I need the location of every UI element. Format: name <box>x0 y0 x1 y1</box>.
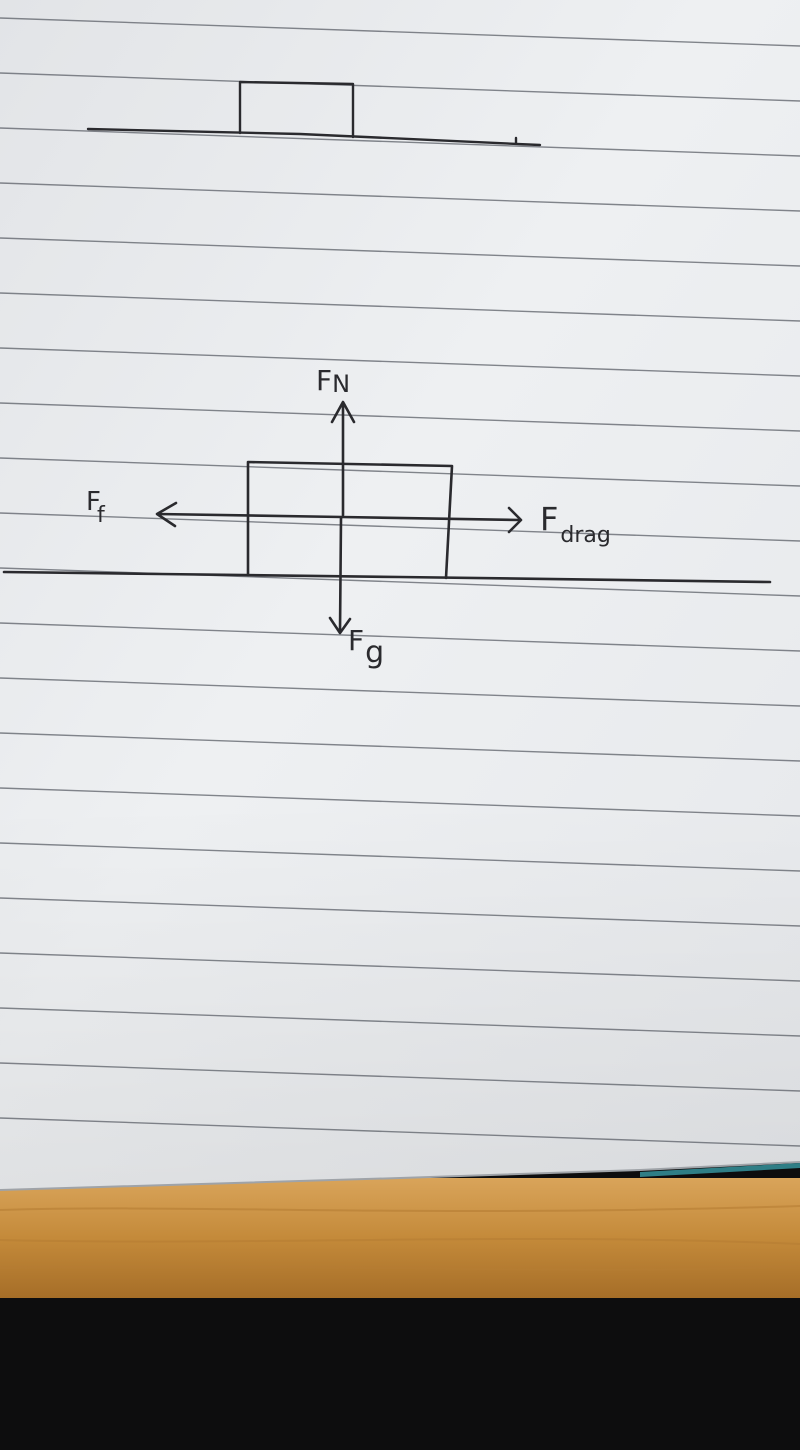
rule-line <box>0 457 800 487</box>
drag-force-subscript: drag <box>560 523 610 548</box>
rule-line <box>0 952 800 982</box>
block <box>246 460 454 580</box>
sketch-surface-line <box>86 127 542 147</box>
rule-line <box>0 347 800 377</box>
force-label-gravity: Fg <box>348 624 384 670</box>
drag-force-arrow <box>340 506 523 534</box>
ground-line <box>2 570 772 584</box>
normal-force-subscript: N <box>332 370 350 398</box>
friction-force-subscript: f <box>97 503 106 528</box>
rule-line <box>0 842 800 872</box>
rule-line <box>0 17 800 47</box>
rule-line <box>0 402 800 432</box>
force-label-drag: Fdrag <box>540 500 611 548</box>
gravity-force-symbol: F <box>348 624 364 657</box>
svg-text:Fdrag: Fdrag <box>540 500 611 548</box>
rule-line <box>0 1117 800 1147</box>
rule-line <box>0 897 800 927</box>
gravity-force-subscript: g <box>365 635 384 670</box>
page-shadow <box>0 800 800 1190</box>
rule-line <box>0 677 800 707</box>
rule-line <box>0 237 800 267</box>
gravity-force-arrow <box>328 516 352 635</box>
page-edge <box>0 1161 800 1191</box>
rule-line <box>0 127 800 157</box>
force-label-normal: FN <box>316 364 350 398</box>
drag-force-symbol: F <box>540 500 558 538</box>
svg-text:Fg: Fg <box>348 624 384 670</box>
rule-line <box>0 622 800 652</box>
sketch-block <box>238 80 355 139</box>
rule-line <box>0 1062 800 1092</box>
rule-line <box>0 292 800 322</box>
rule-line <box>0 732 800 762</box>
desk-surface <box>0 1178 800 1298</box>
friction-force-arrow <box>155 501 344 528</box>
normal-force-symbol: F <box>316 364 332 397</box>
rule-line <box>0 182 800 212</box>
sketch-block-on-surface <box>86 80 542 147</box>
rule-line <box>0 1007 800 1037</box>
svg-text:FN: FN <box>316 364 350 398</box>
teal-cover-edge <box>640 1163 800 1177</box>
rule-line <box>0 512 800 542</box>
rule-line <box>0 72 800 102</box>
desk-grain <box>0 1205 800 1271</box>
normal-force-arrow <box>330 400 356 517</box>
ruled-lines <box>0 17 800 1147</box>
friction-force-symbol: F <box>86 487 101 517</box>
free-body-diagram <box>2 400 772 635</box>
svg-text:Ff: Ff <box>86 487 106 528</box>
rule-line <box>0 787 800 817</box>
force-label-friction: Ff <box>86 487 106 528</box>
